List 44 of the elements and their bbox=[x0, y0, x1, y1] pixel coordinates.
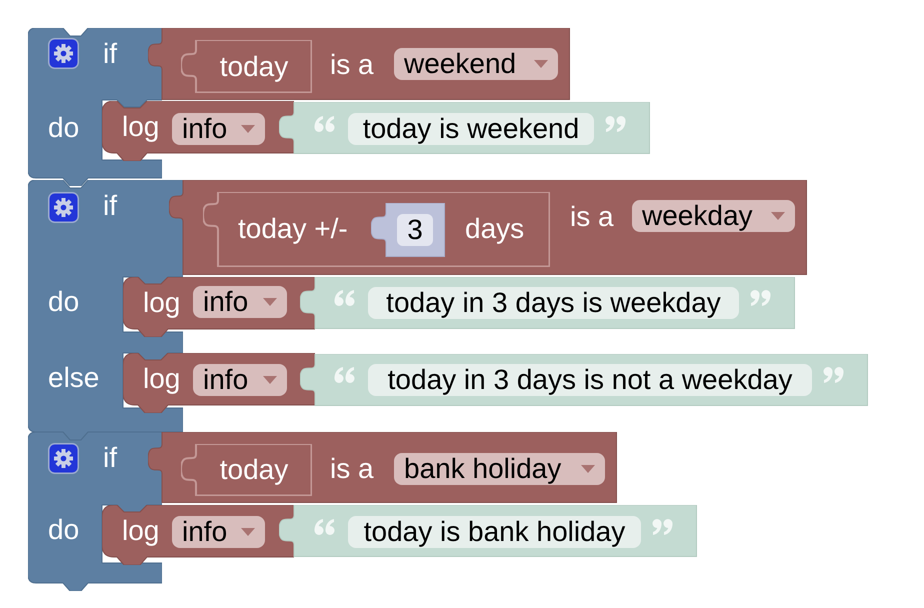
text-block bbox=[300, 277, 795, 329]
text-field: today in 3 days is not a weekday bbox=[368, 364, 812, 396]
block-label: is a bbox=[330, 49, 374, 81]
value-block: today bbox=[181, 40, 312, 93]
block-label: log bbox=[122, 111, 160, 143]
value-block bbox=[203, 192, 550, 267]
statement-block bbox=[102, 101, 294, 161]
block-label: if bbox=[103, 38, 117, 70]
condition-block bbox=[148, 28, 570, 100]
statement-block bbox=[123, 353, 315, 413]
text-block bbox=[279, 505, 697, 557]
block-label: do bbox=[48, 112, 80, 144]
block-label: log bbox=[122, 515, 160, 547]
text-block bbox=[279, 102, 650, 154]
dropdown: info bbox=[193, 286, 287, 318]
block-label: is a bbox=[330, 453, 374, 485]
text-block bbox=[300, 354, 868, 406]
block-label: if bbox=[103, 442, 117, 474]
dropdown: info bbox=[193, 364, 287, 396]
block-label: log bbox=[143, 287, 180, 319]
block-label: do bbox=[48, 286, 80, 318]
dropdown: info bbox=[172, 113, 265, 145]
text-field: today is weekend bbox=[348, 113, 594, 145]
dropdown: info bbox=[172, 516, 265, 548]
block-label: log bbox=[143, 363, 180, 395]
condition-block bbox=[148, 432, 617, 503]
if-block bbox=[28, 180, 183, 440]
dropdown: weekend bbox=[394, 48, 558, 80]
block-label: else bbox=[48, 362, 100, 394]
dropdown: bank holiday bbox=[394, 453, 605, 485]
condition-block bbox=[169, 180, 807, 275]
statement-block bbox=[102, 505, 294, 565]
number-block bbox=[371, 203, 445, 257]
block-label: days bbox=[465, 213, 524, 245]
dropdown: weekday bbox=[632, 200, 795, 232]
block-label: if bbox=[103, 190, 117, 222]
block-label: do bbox=[48, 514, 80, 546]
statement-block bbox=[123, 277, 315, 337]
text-field: today is bank holiday bbox=[348, 516, 641, 548]
block-label: today +/- bbox=[238, 213, 348, 245]
text-field: today in 3 days is weekday bbox=[368, 287, 739, 319]
number-field: 3 bbox=[397, 214, 433, 246]
value-block: today bbox=[181, 444, 312, 496]
block-label: is a bbox=[570, 201, 614, 233]
